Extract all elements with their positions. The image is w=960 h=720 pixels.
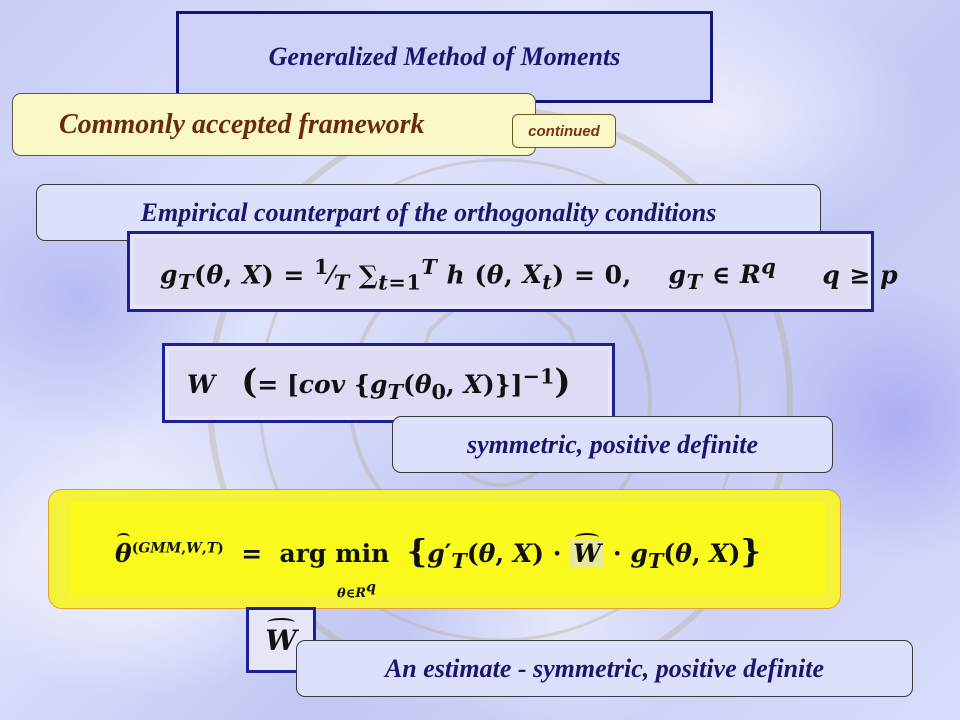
gmm-estimator-panel: θ(GMM,W,T) = arg min {g′T(θ, X) · W · gT… [48,489,841,609]
framework-label: Commonly accepted framework [59,108,425,140]
framework-tab: Commonly accepted framework [12,93,536,156]
weight-matrix-equation-box: W (= [cov {gT(θ0, X)}]−1) [162,343,615,423]
page-title: Generalized Method of Moments [268,42,621,71]
w-hat-symbol: W [265,617,297,657]
estimate-label-box: An estimate - symmetric, positive defini… [296,640,913,697]
gmm-estimator-equation: θ(GMM,W,T) = arg min {g′T(θ, X) · W · gT… [115,532,762,602]
estimate-label: An estimate - symmetric, positive defini… [384,653,825,683]
weight-property-label: symmetric, positive definite [467,429,758,459]
weight-property-box: symmetric, positive definite [392,416,833,473]
moment-condition-equation-box: gT(θ, X) = 1⁄T ∑t=1T h (θ, Xt) = 0, gT ∈… [127,231,898,312]
empirical-label: Empirical counterpart of the orthogonali… [140,197,717,227]
moment-condition-equation: gT(θ, X) = 1⁄T ∑t=1T h (θ, Xt) = 0, gT ∈… [160,254,899,295]
weight-matrix-equation: W (= [cov {gT(θ0, X)}]−1) [187,362,571,404]
gmm-estimator-inner: θ(GMM,W,T) = arg min {g′T(θ, X) · W · gT… [69,502,825,602]
continued-badge: continued [512,114,616,148]
title-box: Generalized Method of Moments [176,11,713,103]
continued-label: continued [528,122,600,140]
